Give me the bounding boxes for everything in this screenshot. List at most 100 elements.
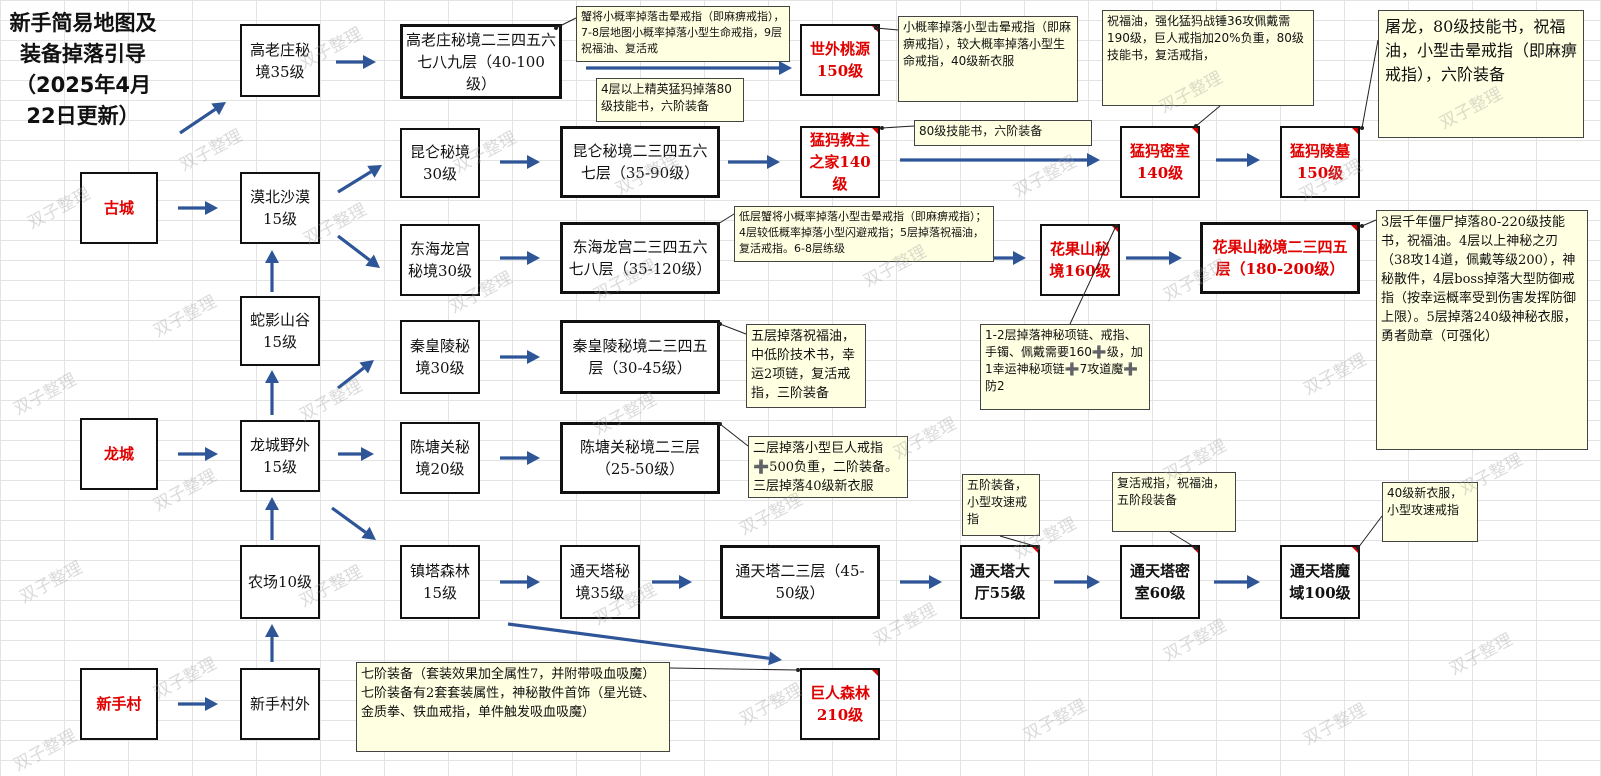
- note-pointer-line: [719, 423, 749, 447]
- arrow-head: [767, 155, 780, 169]
- map-donghai: 东海龙宫秘境30级: [400, 224, 480, 296]
- arrow-head: [205, 697, 218, 711]
- map-tongtian-room: 通天塔密室60级: [1120, 545, 1200, 619]
- map-gaolaozhuang-floors: 高老庄秘境二三四五六七八九层（40-100级）: [400, 24, 562, 99]
- arrow-head: [265, 250, 279, 263]
- city-xinshoucun: 新手村: [80, 668, 158, 740]
- map-gaolaozhuang: 高老庄秘境35级: [240, 24, 320, 97]
- arrow-head: [527, 575, 540, 589]
- note-pointer-dot: [1360, 224, 1364, 228]
- arrow-head: [779, 61, 792, 75]
- note-pointer-line: [1357, 515, 1383, 549]
- note-mengma-room-drop: 祝福油，强化猛犸战锤36攻佩戴需190级，巨人戒指加20%负重，80级技能书，复…: [1102, 10, 1314, 106]
- note-pointer-line: [881, 125, 915, 129]
- map-chentang-floors: 陈塘关秘境二三层（25-50级）: [560, 422, 720, 494]
- note-pointer-dot: [718, 422, 722, 426]
- connector-arrow: [337, 170, 372, 194]
- city-gucheng: 古城: [80, 172, 158, 244]
- note-huaguo-drop: 1-2层掉落神秘项链、戒指、手镯、佩戴需要160➕级，加1幸运神秘项链➕7攻道魔…: [980, 324, 1150, 410]
- note-pointer-line: [555, 17, 577, 29]
- note-chentang-drop: 二层掉落小型巨人戒指➕500负重，二阶装备。三层掉落40级新衣服: [748, 436, 908, 498]
- map-chentang: 陈塘关秘境20级: [400, 422, 480, 494]
- note-mengma-home-drop: 80级技能书，六阶装备: [914, 120, 1092, 146]
- arrow-head: [361, 447, 374, 461]
- note-pointer-line: [1361, 219, 1377, 227]
- map-zhenta: 镇塔森林15级: [400, 545, 480, 619]
- map-mengma-room: 猛犸密室140级: [1120, 126, 1200, 198]
- arrow-head: [359, 360, 374, 374]
- map-longcheng-field: 龙城野外15级: [240, 420, 320, 492]
- arrow-head: [1247, 153, 1260, 167]
- connector-arrow: [179, 107, 217, 135]
- note-qinhuang-drop: 五层掉落祝福油，中低阶技术书，幸运2项链，复活戒指，三阶装备: [746, 324, 866, 408]
- arrow-head: [768, 651, 782, 666]
- arrow-head: [527, 350, 540, 364]
- note-pointer-line: [1361, 39, 1379, 129]
- arrow-head: [363, 55, 376, 69]
- map-kunlun: 昆仑秘境30级: [400, 128, 480, 198]
- note-pointer-dot: [1356, 546, 1360, 550]
- note-pointer-dot: [1114, 224, 1118, 228]
- map-tongtian-floors: 通天塔二三层（45-50级）: [720, 545, 880, 619]
- arrow-head: [1169, 251, 1182, 265]
- note-pointer-line: [1069, 225, 1117, 325]
- arrow-head: [527, 155, 540, 169]
- note-tongtian-room-drop: 复活戒指，祝福油，五阶段装备: [1112, 472, 1236, 532]
- map-mengma-home: 猛犸教主之家140级: [800, 126, 880, 198]
- note-pointer-dot: [1194, 124, 1198, 128]
- map-qinhuang-floors: 秦皇陵秘境二三四五层（30-45级）: [560, 320, 720, 394]
- note-pointer-line: [1169, 531, 1197, 549]
- arrow-head: [265, 497, 279, 510]
- map-tongtian-secret: 通天塔秘境35级: [560, 545, 640, 619]
- note-donghai-drop: 低层蟹将小概率掉落小型击晕戒指（即麻痹戒指）；4层较低概率掉落小型闪避戒指；5层…: [734, 206, 994, 262]
- connector-arrow: [507, 622, 770, 660]
- note-huaguo-floors-drop: 3层千年僵尸掉落80-220级技能书，祝福油。4层以上神秘之刃（38攻14道，佩…: [1376, 210, 1588, 450]
- map-qinhuang: 秦皇陵秘境30级: [400, 320, 480, 394]
- note-pointer-line: [719, 323, 747, 335]
- map-mengma-tomb: 猛犸陵墓150级: [1280, 126, 1360, 198]
- note-mengma-tomb-drop: 屠龙，80级技能书，祝福油，小型击晕戒指（即麻痹戒指），六阶装备: [1378, 10, 1584, 138]
- note-juren-drop: 七阶装备（套装效果加全属性7，并附带吸血吸魔）七阶装备有2套套装属性，神秘散件首…: [356, 662, 670, 752]
- map-tongtian-hall: 通天塔大厅55级: [960, 545, 1040, 619]
- note-pointer-dot: [1036, 545, 1040, 549]
- map-sheying: 蛇影山谷15级: [240, 296, 320, 366]
- map-mobei: 漠北沙漠15级: [240, 172, 320, 244]
- note-pointer-dot: [1194, 546, 1198, 550]
- arrow-head: [527, 251, 540, 265]
- arrow-head: [1087, 153, 1100, 167]
- note-pointer-dot: [796, 668, 800, 672]
- arrow-head: [265, 370, 279, 383]
- note-shiwai-drop: 小概率掉落小型击晕戒指（即麻痹戒指），较大概率掉落小型生命戒指，40级新衣服: [898, 16, 1078, 102]
- connector-arrow: [337, 366, 365, 390]
- arrow-head: [205, 447, 218, 461]
- note-pointer-line: [875, 27, 899, 31]
- arrow-head: [1013, 251, 1026, 265]
- arrow-head: [361, 526, 376, 540]
- map-nongchang: 农场10级: [240, 545, 320, 619]
- map-huaguo-floors: 花果山秘境二三四五层（180-200级）: [1200, 222, 1360, 294]
- note-pointer-dot: [880, 126, 884, 130]
- city-longcheng: 龙城: [80, 418, 158, 490]
- arrow-head: [1087, 575, 1100, 589]
- note-tongtian-hall-drop: 五阶装备，小型攻速戒指: [962, 474, 1040, 536]
- map-xinshoucun-out: 新手村外: [240, 668, 320, 740]
- arrow-head: [929, 575, 942, 589]
- arrow-head: [527, 451, 540, 465]
- arrow-head: [1247, 575, 1260, 589]
- map-kunlun-floors: 昆仑秘境二三四五六七层（35-90级）: [560, 126, 720, 198]
- note-pointer-line: [999, 535, 1039, 548]
- map-tongtian-domain: 通天塔魔域100级: [1280, 545, 1360, 619]
- note-pointer-dot: [554, 26, 558, 30]
- arrow-head: [205, 201, 218, 215]
- note-pointer-dot: [874, 26, 878, 30]
- arrow-head: [367, 165, 382, 178]
- note-pointer-line: [717, 213, 735, 225]
- map-shiwai: 世外桃源150级: [800, 24, 880, 96]
- note-tongtian-domain-drop: 40级新衣服，小型攻速戒指: [1382, 482, 1478, 542]
- map-donghai-floors: 东海龙宫二三四五六七八层（35-120级）: [560, 222, 720, 294]
- connector-arrow: [331, 506, 367, 534]
- arrow-head: [679, 575, 692, 589]
- note-pointer-dot: [716, 222, 720, 226]
